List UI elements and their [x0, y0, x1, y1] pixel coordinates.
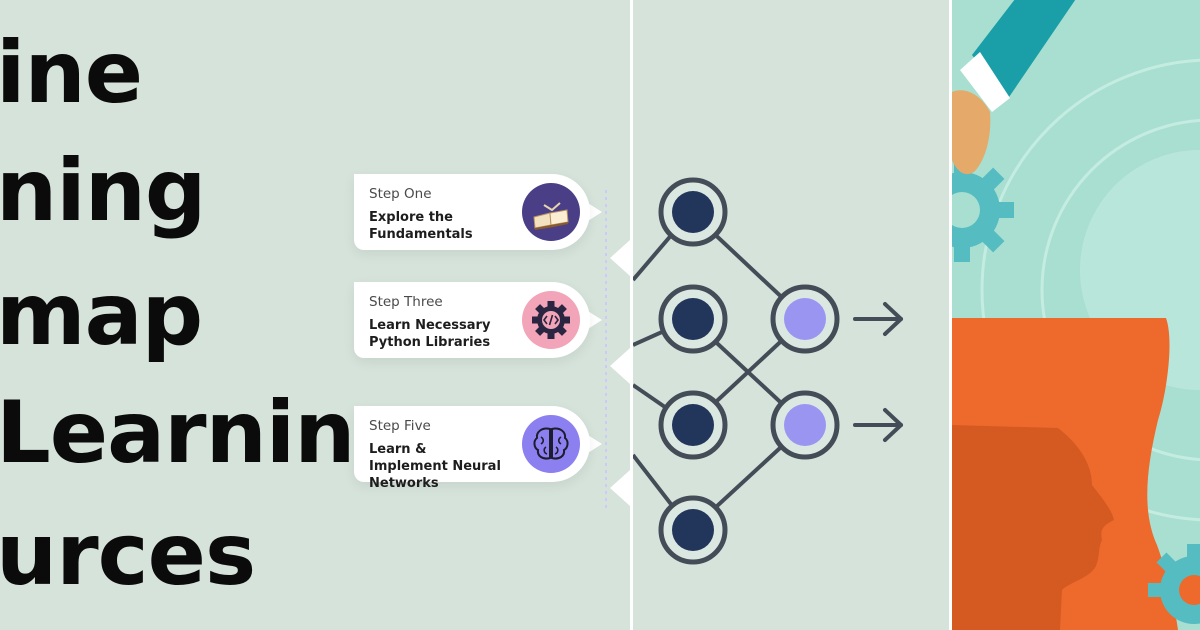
head-gear-illustration: [952, 0, 1200, 630]
code-gear-icon: [522, 291, 580, 349]
panel-divider: [630, 0, 633, 630]
panel-divider: [949, 0, 952, 630]
step-title: Learn Necessary Python Libraries: [369, 318, 491, 350]
step-number: Step One: [369, 186, 432, 202]
step-pointers-decoration: [605, 190, 630, 510]
output-node: [770, 284, 840, 354]
step-title: Learn & Implement Neural Networks: [369, 442, 501, 491]
output-node: [770, 390, 840, 460]
title-line-4: Learning: [0, 383, 416, 483]
roadmap-panel: ine ning map Learning urces Step One Exp…: [0, 23, 630, 605]
step-number: Step Three: [369, 294, 443, 310]
title-line-2: ning: [0, 141, 206, 241]
neural-network-panel: [633, 0, 949, 630]
step-card-3: Step Five Learn & Implement Neural Netwo…: [354, 406, 602, 491]
step-card-2: Step Three Learn Necessary Python Librar…: [354, 282, 602, 358]
step-title: Explore the Fundamentals: [369, 210, 473, 242]
arrow-right-icon: [853, 302, 903, 442]
neural-network-diagram: [633, 177, 903, 565]
step-card-1: Step One Explore the Fundamentals: [354, 174, 602, 250]
title-line-1: ine: [0, 23, 143, 123]
title-line-3: map: [0, 265, 203, 365]
title-line-5: urces: [0, 505, 256, 605]
network-node: [658, 284, 728, 354]
illustration-panel: [952, 0, 1200, 630]
network-node: [658, 495, 728, 565]
network-node: [658, 390, 728, 460]
network-node: [658, 177, 728, 247]
step-number: Step Five: [369, 418, 431, 434]
brain-icon: [522, 415, 580, 473]
open-book-icon: [522, 183, 580, 241]
